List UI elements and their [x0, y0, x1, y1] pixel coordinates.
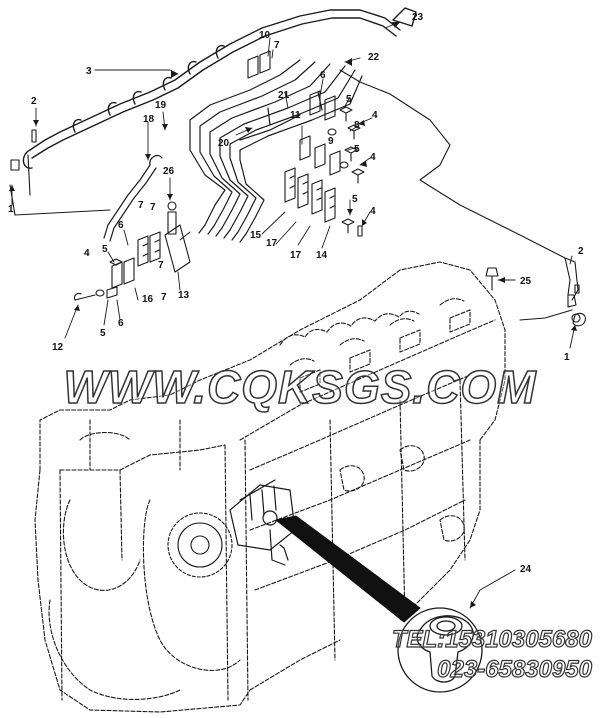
callout-labels: 23 10 7 3 22 6 2 19 21 5 18 11 4 8 9 20 …	[8, 12, 584, 575]
callout-5: 5	[100, 328, 106, 339]
phone-watermark: 023-65830950	[437, 655, 593, 683]
detail-leader-band	[275, 515, 421, 623]
callout-5: 5	[352, 194, 358, 205]
callout-7: 7	[158, 260, 164, 271]
line-clamps	[111, 50, 341, 289]
callout-4: 4	[372, 110, 378, 121]
injector-supply-lines	[103, 91, 323, 242]
callout-7: 7	[138, 200, 144, 211]
callout-6: 6	[320, 70, 326, 81]
callout-2: 2	[31, 96, 37, 107]
callout-24: 24	[520, 564, 532, 575]
callout-7: 7	[150, 202, 156, 213]
callout-6: 6	[118, 318, 124, 329]
high-pressure-fuel-lines	[189, 59, 363, 243]
callout-17: 17	[290, 250, 302, 261]
callout-7: 7	[274, 40, 280, 51]
callout-26: 26	[163, 166, 175, 177]
callout-5: 5	[346, 94, 352, 105]
callout-14: 14	[316, 250, 328, 261]
website-watermark: WWW.CQKSGS.COM	[63, 360, 537, 414]
detail-view-fitting	[397, 607, 483, 693]
callout-7: 7	[161, 292, 167, 303]
callout-19: 19	[155, 100, 167, 111]
callout-5: 5	[354, 144, 360, 155]
engine-block-outline	[34, 261, 506, 713]
callout-12: 12	[52, 342, 64, 353]
callout-20: 20	[218, 138, 230, 149]
callout-4: 4	[370, 206, 376, 217]
callout-1: 1	[564, 352, 570, 363]
callout-23: 23	[412, 12, 424, 23]
callout-17: 17	[266, 238, 278, 249]
callout-15: 15	[250, 230, 262, 241]
callout-9: 9	[328, 136, 334, 147]
callout-4: 4	[84, 248, 90, 259]
callout-11: 11	[290, 110, 301, 121]
telephone-watermark: TEL:15310305680	[391, 625, 592, 653]
callout-2: 2	[578, 246, 584, 257]
callout-1: 1	[8, 204, 14, 215]
callout-8: 8	[354, 120, 360, 131]
callout-13: 13	[178, 290, 190, 301]
callout-4: 4	[370, 152, 376, 163]
callout-25: 25	[520, 276, 532, 287]
callout-3: 3	[86, 66, 92, 77]
callout-21: 21	[278, 90, 290, 101]
callout-18: 18	[143, 114, 155, 125]
fuel-return-line	[22, 7, 417, 169]
callout-5: 5	[102, 244, 108, 255]
front-gear-pulley	[167, 512, 233, 578]
fasteners	[10, 106, 581, 323]
callout-22: 22	[368, 52, 380, 63]
callout-6: 6	[118, 220, 124, 231]
leader-arrowheads	[9, 22, 577, 608]
callout-10: 10	[259, 30, 271, 41]
callout-16: 16	[142, 294, 154, 305]
